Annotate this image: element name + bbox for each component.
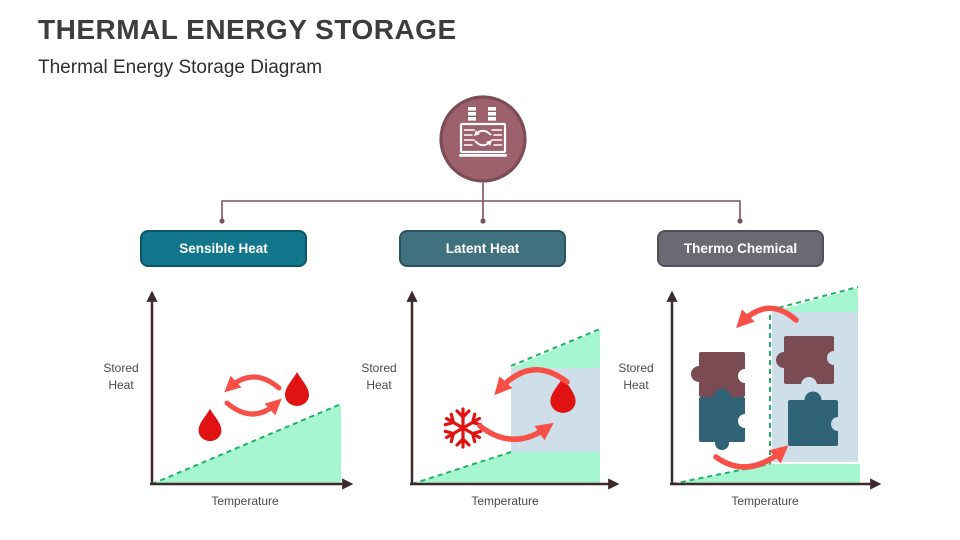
exchange-arrows-icon [477,367,570,442]
x-axis-label: Temperature [731,494,799,508]
water-drop-icon [550,377,576,413]
sensible-heat-chart [146,290,354,490]
snowflake-icon [443,407,483,449]
y-axis-label: Stored Heat [361,361,397,392]
exchange-arrows-icon [713,305,799,470]
thermo-chemical-chart [666,286,882,490]
branch-label: Latent Heat [445,241,520,256]
x-axis-label: Temperature [471,494,539,508]
cycle-arrows-icon [224,374,282,417]
branch-label: Sensible Heat [179,241,268,256]
x-axis-label: Temperature [211,494,279,508]
branch-box-sensible-heat: Sensible Heat [140,230,307,267]
factory-recycle-icon [459,107,507,157]
page-subtitle: Thermal Energy Storage Diagram [38,57,323,78]
joined-puzzle-icon [691,352,752,450]
branch-box-thermo-chemical: Thermo Chemical [657,230,824,267]
root-circle [439,95,527,183]
separated-puzzle-icon [776,336,845,446]
page-title: THERMAL ENERGY STORAGE [38,14,457,45]
water-drop-icon [198,372,309,442]
y-axis-label: Stored Heat [103,361,139,392]
branch-label: Thermo Chemical [683,241,798,256]
tree-connectors [219,183,743,224]
branch-box-latent-heat: Latent Heat [399,230,566,267]
y-axis-label: Stored Heat [618,361,654,392]
latent-heat-chart [406,290,620,490]
